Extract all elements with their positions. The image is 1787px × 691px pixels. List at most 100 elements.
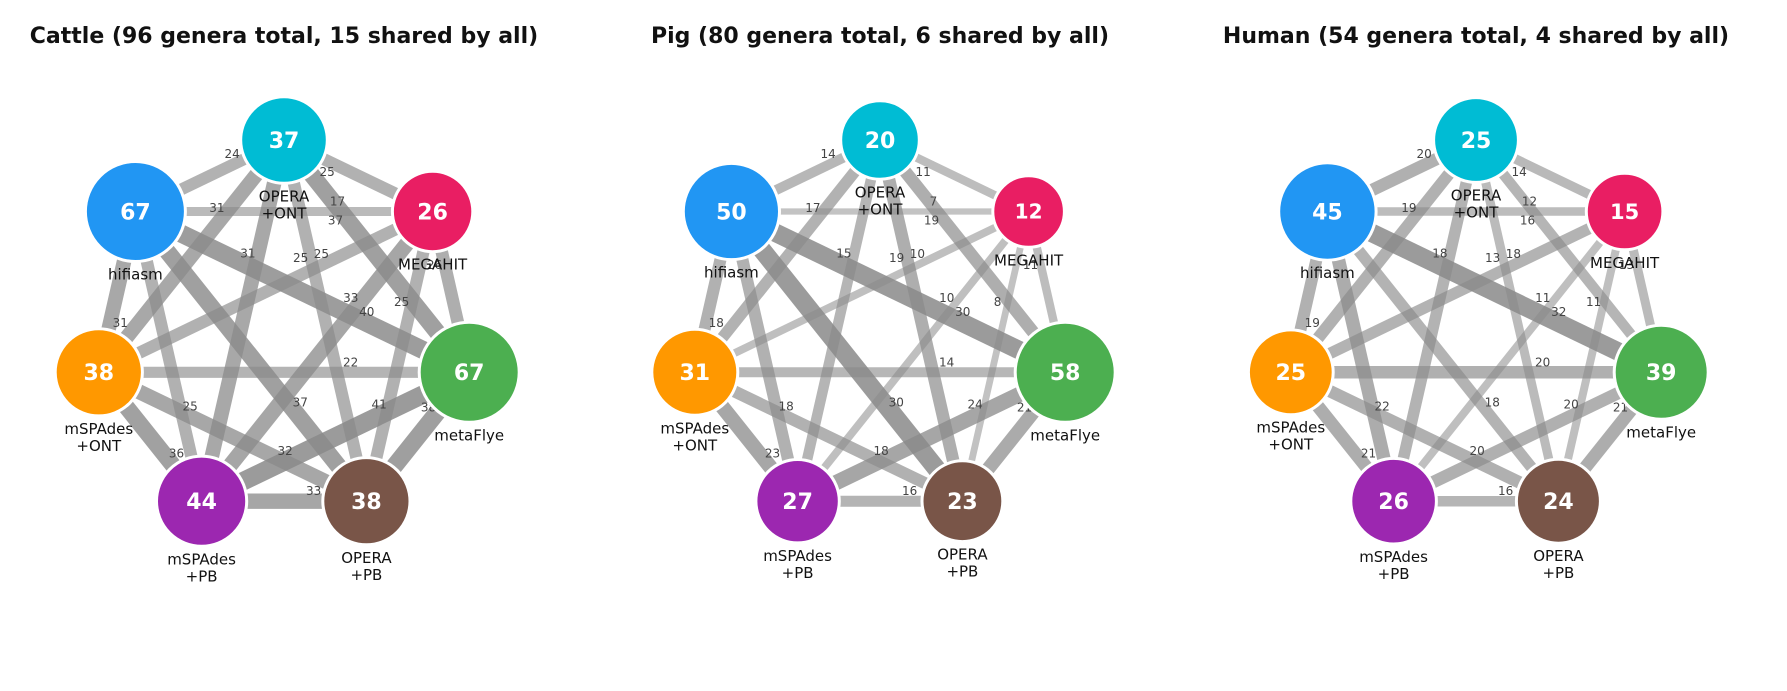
node-circle-metaflye: [1612, 323, 1710, 421]
edge-weight-label: 18: [779, 399, 794, 413]
edge-weight-label: 40: [359, 305, 374, 319]
edge-megahit-mspades_ont: [693, 207, 1031, 376]
node-count-opera_ont: 25: [1461, 129, 1492, 154]
node-circle-opera_pb: [1514, 457, 1602, 545]
node-name-opera_ont: OPERA: [1451, 186, 1502, 204]
node-count-mspades_pb: 26: [1378, 490, 1409, 515]
node-count-mspades_ont: 25: [1275, 361, 1306, 386]
panel-title: Pig (80 genera total, 6 shared by all): [651, 24, 1109, 49]
edge-opera_pb-mspades_ont: [1288, 366, 1562, 507]
edge-weight-label: 11: [1023, 258, 1038, 272]
edge-weight-label: 11: [916, 165, 931, 179]
edge-weight-label: 22: [1375, 399, 1390, 413]
edge-weight-label: 18: [709, 316, 724, 330]
node-count-opera_ont: 37: [269, 129, 300, 154]
edge-weight-label: 32: [277, 444, 292, 458]
node-name-opera_ont: +ONT: [262, 204, 308, 222]
edge-weight-label: 19: [889, 251, 904, 265]
edge-weight-label: 10: [910, 247, 925, 261]
edge-opera_ont-mspades_pb: [792, 138, 886, 503]
node-count-metaflye: 39: [1646, 361, 1677, 386]
edge-weight-label: 12: [1522, 195, 1537, 209]
node-circle-hifiasm: [1277, 161, 1378, 262]
network-graph: Human (54 genera total, 4 shared by all)…: [1223, 24, 1729, 583]
edge-weight-label: 31: [113, 316, 128, 330]
edge-weight-label: 26: [427, 258, 442, 272]
edge-opera_pb-hifiasm: [1322, 207, 1563, 505]
node-name-hifiasm: hifiasm: [108, 266, 163, 284]
node-count-megahit: 26: [417, 201, 448, 226]
edge-weight-label: 14: [820, 147, 835, 161]
node-name-opera_pb: +PB: [946, 563, 978, 581]
edge-megahit-mspades_ont: [96, 205, 436, 378]
node-count-mspades_pb: 44: [186, 490, 217, 515]
edge-weight-label: 19: [1401, 201, 1416, 215]
edge-weight-label: 15: [836, 246, 851, 260]
edge-label-layer: 1416131819201311111812212020321620182122…: [1305, 147, 1634, 498]
edge-megahit-opera_pb: [1554, 210, 1629, 503]
edge-megahit-mspades_pb: [794, 209, 1032, 504]
edge-opera_ont-metaflye: [1471, 136, 1666, 376]
node-name-mspades_ont: +ONT: [76, 437, 122, 455]
edge-weight-label: 20: [1535, 355, 1550, 369]
edge-opera_pb-hifiasm: [724, 205, 970, 507]
edge-weight-label: 16: [902, 484, 917, 498]
edge-weight-label: 24: [224, 147, 239, 161]
node-name-mspades_pb: mSPAdes: [1359, 548, 1428, 566]
edge-opera_ont-mspades_ont: [1286, 136, 1481, 377]
node-circle-mspades_ont: [53, 327, 144, 418]
edge-weight-label: 37: [328, 214, 343, 228]
edge-weight-label: 16: [1520, 214, 1535, 228]
node-count-metaflye: 67: [454, 361, 485, 386]
node-name-opera_ont: +ONT: [858, 200, 904, 218]
edge-label-layer: 2537253131242625332517384122403332373625…: [113, 147, 442, 498]
node-count-megahit: 15: [1610, 200, 1639, 224]
node-circle-mspades_pb: [754, 458, 841, 545]
node-count-opera_ont: 20: [865, 129, 896, 154]
node-count-opera_pb: 38: [351, 490, 382, 515]
node-circle-hifiasm: [681, 161, 781, 262]
edge-weight-label: 25: [320, 165, 335, 179]
edge-weight-label: 20: [1416, 147, 1431, 161]
edge-opera_pb-mspades_ont: [95, 365, 370, 508]
edge-opera_ont-mspades_ont: [93, 135, 290, 377]
edge-opera_ont-mspades_pb: [194, 138, 292, 503]
node-name-opera_ont: +ONT: [1454, 203, 1500, 221]
edge-weight-label: 20: [1564, 398, 1579, 412]
panel-1: Pig (80 genera total, 6 shared by all) 11…: [596, 0, 1192, 691]
node-name-mspades_pb: +PB: [1378, 565, 1410, 583]
node-name-metaflye: metaFlye: [1030, 426, 1100, 444]
node-count-hifiasm: 50: [716, 201, 747, 226]
node-count-mspades_ont: 31: [679, 361, 710, 386]
node-name-mspades_ont: mSPAdes: [660, 419, 729, 437]
node-circle-megahit: [1584, 171, 1665, 252]
edge-weight-label: 21: [1361, 447, 1376, 461]
node-name-opera_pb: OPERA: [341, 549, 392, 567]
node-count-hifiasm: 45: [1312, 201, 1343, 226]
node-name-opera_pb: +PB: [1542, 564, 1574, 582]
node-circle-opera_ont: [839, 99, 921, 181]
edge-weight-label: 30: [889, 395, 904, 409]
panel-0: Cattle (96 genera total, 15 shared by al…: [0, 0, 596, 691]
edge-weight-label: 16: [1498, 484, 1513, 498]
edge-weight-label: 18: [1432, 246, 1447, 260]
node-name-opera_pb: OPERA: [937, 546, 988, 564]
node-circle-megahit: [991, 174, 1066, 249]
node-name-opera_ont: OPERA: [259, 187, 310, 205]
edge-opera_ont-opera_pb: [873, 138, 969, 503]
edge-weight-label: 14: [939, 355, 954, 369]
edge-weight-label: 17: [330, 195, 345, 209]
node-name-megahit: MEGAHIT: [1590, 254, 1660, 272]
node-name-mspades_ont: +ONT: [1268, 436, 1314, 454]
node-name-hifiasm: hifiasm: [704, 264, 759, 282]
